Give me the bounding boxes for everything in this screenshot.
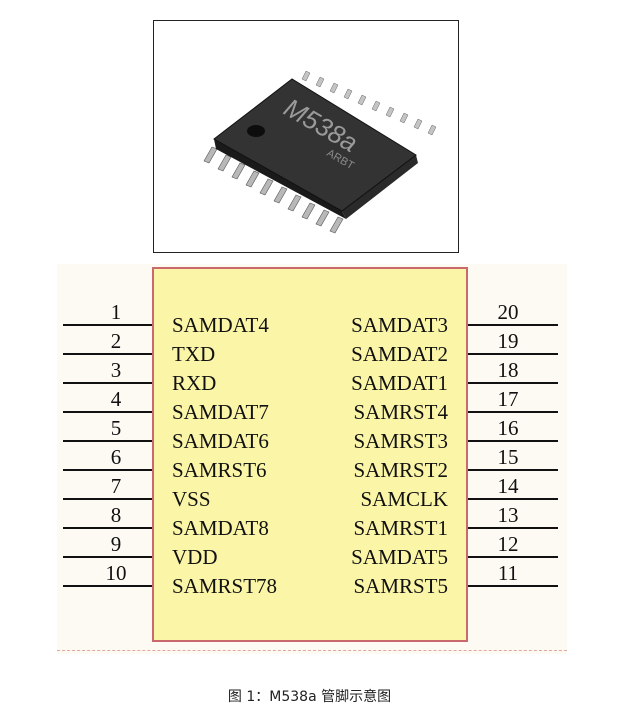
pin-line-right <box>468 498 558 500</box>
pin-label-right: SAMDAT1 <box>351 371 448 395</box>
pin-label-left: SAMDAT8 <box>172 516 269 540</box>
pin-label-right: SAMDAT5 <box>351 545 448 569</box>
bottom-divider <box>57 650 567 651</box>
pin-label-left: SAMDAT6 <box>172 429 269 453</box>
pin-line-left <box>63 527 152 529</box>
pin-number-left: 1 <box>110 300 122 324</box>
pin-number-right: 16 <box>497 416 519 440</box>
pin-label-left: SAMDAT7 <box>172 400 269 424</box>
pin-line-right <box>468 527 558 529</box>
pin-label-right: SAMDAT3 <box>351 313 448 337</box>
pin-label-left: SAMRST78 <box>172 574 278 598</box>
chip-photo-illustration: M538a ARBT <box>203 70 437 234</box>
pin-line-left <box>63 440 152 442</box>
pin-line-right <box>468 585 558 587</box>
pin-line-left <box>63 556 152 558</box>
pin-number-left: 3 <box>110 358 122 382</box>
pin-line-right <box>468 411 558 413</box>
pin-line-left <box>63 469 152 471</box>
pin-label-right: SAMCLK <box>360 487 448 511</box>
pin-line-left <box>63 382 152 384</box>
pin-label-left: VSS <box>172 487 211 511</box>
pin-label-left: SAMDAT4 <box>172 313 269 337</box>
pin-label-left: SAMRST6 <box>172 458 267 482</box>
pin-label-right: SAMRST3 <box>353 429 448 453</box>
chip-body-outline <box>152 267 468 642</box>
pin-label-left: RXD <box>172 371 217 395</box>
pin-line-right <box>468 353 558 355</box>
pin-number-right: 20 <box>497 300 519 324</box>
chip-package-top <box>213 78 417 212</box>
pin-number-left: 9 <box>110 532 122 556</box>
pin-label-right: SAMRST1 <box>353 516 448 540</box>
pin-number-left: 7 <box>110 474 122 498</box>
pin-number-left: 10 <box>105 561 127 585</box>
pin-line-right <box>468 382 558 384</box>
pin-line-right <box>468 440 558 442</box>
pin-line-right <box>468 324 558 326</box>
pin-line-left <box>63 324 152 326</box>
pin-label-right: SAMRST4 <box>353 400 448 424</box>
pin-label-left: TXD <box>172 342 216 366</box>
pin-number-right: 12 <box>497 532 519 556</box>
pin-number-left: 2 <box>110 329 122 353</box>
pin-number-right: 11 <box>497 561 519 585</box>
pin-number-right: 19 <box>497 329 519 353</box>
pin-line-left <box>63 498 152 500</box>
figure-caption: 图 1：M538a 管脚示意图 <box>227 689 392 705</box>
pin-number-left: 8 <box>110 503 122 527</box>
pin-line-right <box>468 469 558 471</box>
chip-pins-front <box>203 146 344 234</box>
pin-line-right <box>468 556 558 558</box>
pin-line-left <box>63 411 152 413</box>
chip-package-side <box>214 139 346 219</box>
pin-label-right: SAMDAT2 <box>351 342 448 366</box>
pin-number-right: 15 <box>497 445 519 469</box>
pin-number-left: 5 <box>110 416 122 440</box>
pin-number-left: 4 <box>110 387 122 411</box>
pin1-dot-marker <box>247 125 265 137</box>
pin-label-left: VDD <box>172 545 218 569</box>
pin-line-left <box>63 353 152 355</box>
pin-number-right: 14 <box>497 474 519 498</box>
pin-number-right: 17 <box>497 387 519 411</box>
pin-number-left: 6 <box>110 445 122 469</box>
pin-label-right: SAMRST2 <box>353 458 448 482</box>
chip-pins-back <box>301 70 437 136</box>
pin-number-right: 18 <box>497 358 519 382</box>
pin-line-left <box>63 585 152 587</box>
pin-number-right: 13 <box>497 503 519 527</box>
pin-label-right: SAMRST5 <box>353 574 448 598</box>
chip-photo: M538a ARBT <box>153 20 459 253</box>
chip-package-end <box>342 155 418 219</box>
